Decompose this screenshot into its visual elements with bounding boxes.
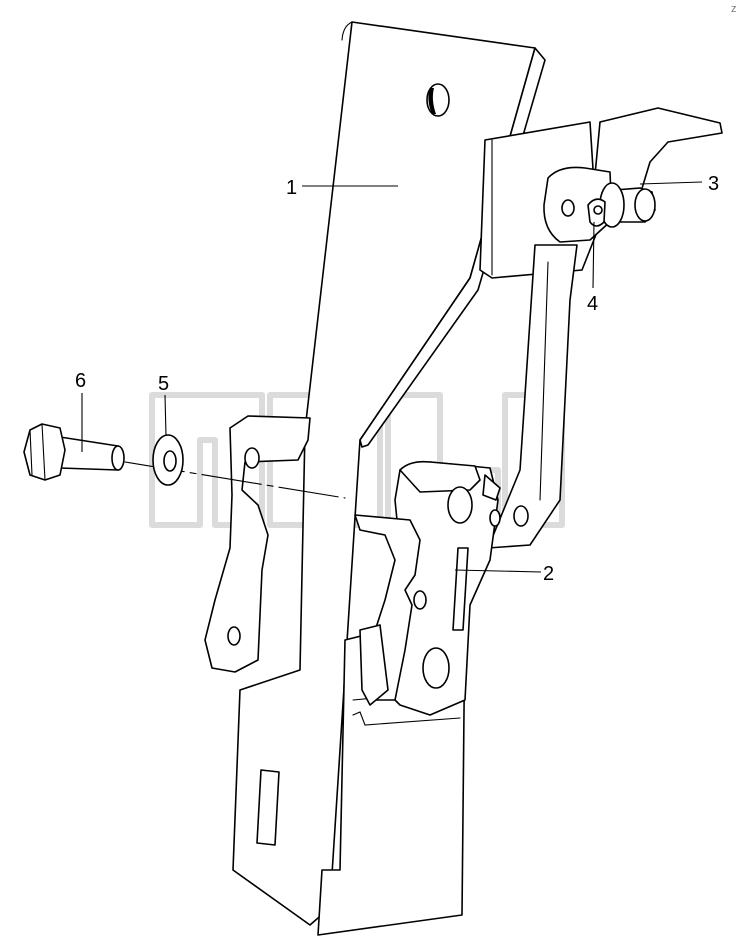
latch-slot: [452, 547, 469, 631]
latch-hook: [354, 514, 421, 701]
arm-pivot-hole: [513, 505, 529, 527]
part-5-washer: [152, 434, 184, 486]
callout-2: 2: [543, 563, 554, 585]
callout-3: 3: [708, 173, 719, 195]
part-2-latch: [354, 460, 501, 716]
left-bracket: [204, 415, 311, 673]
part-6-bolt: [23, 423, 125, 481]
callout-6: 6: [75, 370, 86, 392]
part-3-pin: [599, 182, 656, 228]
lower-slot: [256, 769, 280, 846]
latch-lower-hole: [422, 647, 450, 689]
callout-1: 1: [286, 177, 297, 199]
bracket-bolt-hole: [244, 447, 260, 469]
part-4-clip: [587, 198, 606, 227]
corner-mark: z: [731, 3, 737, 15]
latch-upper-hole: [447, 486, 473, 524]
bracket-lower-hole: [227, 626, 241, 646]
callout-4: 4: [587, 293, 598, 315]
part-1-main-plate: [232, 21, 546, 926]
handle-hole: [561, 199, 575, 217]
callout-leaders: [81, 181, 703, 573]
lever-arm: [487, 244, 578, 549]
callout-5: 5: [158, 373, 169, 395]
